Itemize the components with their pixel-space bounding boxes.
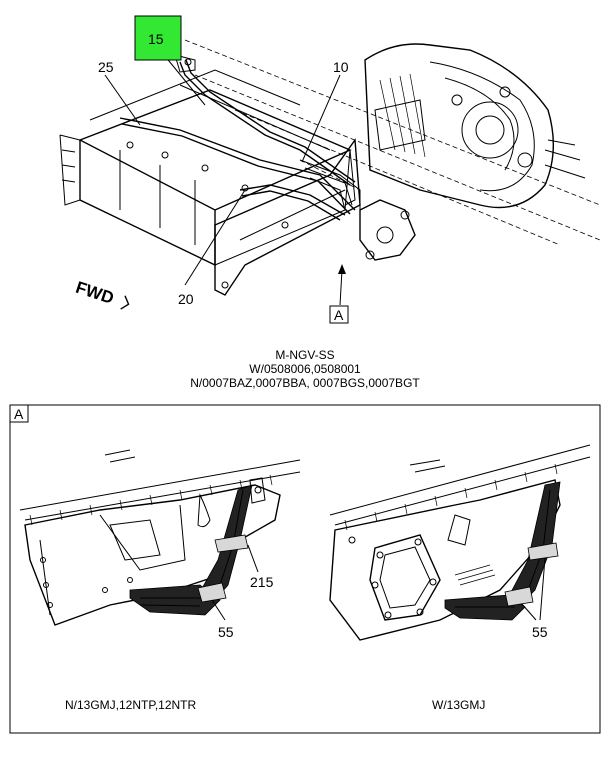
caption-line-2: W/0508006,0508001 [249,362,361,376]
callout-15: 15 [148,31,164,47]
detail-frame [9,404,601,734]
detail-marker-box [9,404,29,423]
callout-20: 20 [178,291,194,307]
view-marker-label: A [334,307,344,323]
transmission-housing [364,43,586,209]
callout-55-left: 55 [218,624,234,640]
detail-right-illustration [329,444,591,641]
callout-25: 25 [98,59,114,75]
fuel-tubes [119,59,361,221]
fwd-indicator: FWD [73,278,130,310]
view-arrow [339,269,343,306]
detail-left-illustration [19,449,301,626]
leader-55-right-a [539,557,546,621]
view-marker-box [329,305,349,324]
callout-15-highlight [134,15,182,61]
caption-line-3: N/0007BAZ,0007BBA, 0007BGS,0007BGT [190,376,420,390]
leader-55-left [211,599,226,621]
leader-20 [184,189,246,286]
leader-10 [301,74,341,163]
detail-left-caption: N/13GMJ,12NTP,12NTR [65,698,196,712]
leader-55-right-b [521,603,537,621]
callout-10: 10 [333,59,349,75]
caption-line-1: M-NGV-SS [275,348,334,362]
fwd-arrow-icon [120,295,130,310]
battery-box [59,69,352,267]
tube-fitting [359,199,416,261]
callout-215: 215 [250,574,274,590]
fwd-label: FWD [73,278,116,308]
main-illustration [59,39,601,306]
leader-25 [104,74,141,126]
mounting-bracket [214,138,361,296]
leader-215 [247,544,259,573]
callout-55-right: 55 [532,624,548,640]
detail-marker-label: A [14,406,24,422]
detail-right-caption: W/13GMJ [432,698,485,712]
